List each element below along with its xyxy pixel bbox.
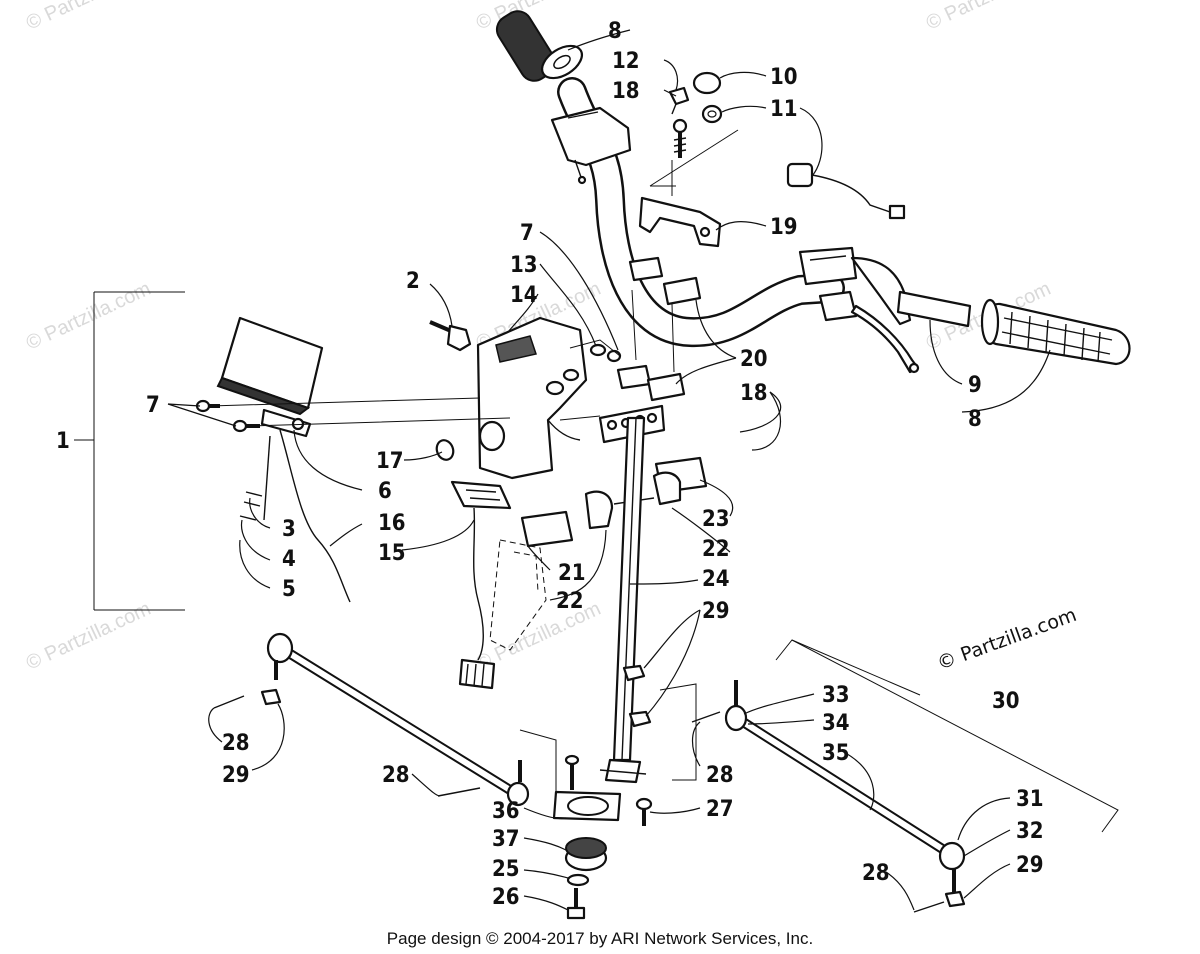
- washer-bolt: [566, 873, 590, 920]
- callout-31: 31: [1016, 787, 1044, 812]
- callout-18: 18: [612, 79, 640, 104]
- callout-21: 21: [558, 561, 586, 586]
- guide-lines-upper: [649, 129, 739, 196]
- right-grip: [980, 298, 1131, 366]
- callout-2: 2: [406, 269, 420, 294]
- callout-36: 36: [492, 799, 520, 824]
- callout-35: 35: [822, 741, 850, 766]
- callout-33: 33: [822, 683, 850, 708]
- watermark: © Partzilla.com: [923, 0, 1054, 35]
- callout-16: 16: [378, 511, 406, 536]
- handlebar-cover: [476, 316, 588, 480]
- callout-29: 29: [702, 599, 730, 624]
- callout-29: 29: [1016, 853, 1044, 878]
- watermark: © Partzilla.com: [23, 0, 154, 35]
- guide-lines-mid: [209, 339, 697, 800]
- page-footer: Page design © 2004-2017 by ARI Network S…: [387, 929, 813, 948]
- callout-3: 3: [282, 517, 296, 542]
- callout-6: 6: [378, 479, 392, 504]
- callout-34: 34: [822, 711, 850, 736]
- bearing-housing: [552, 790, 622, 822]
- callout-10: 10: [770, 65, 798, 90]
- callout-4: 4: [282, 547, 296, 572]
- callout-28: 28: [862, 861, 890, 886]
- callout-7: 7: [146, 393, 160, 418]
- callout-17: 17: [376, 449, 404, 474]
- indicator-harness: [450, 480, 512, 690]
- throttle-housing: [550, 106, 632, 185]
- watermark: © Partzilla.com: [23, 598, 154, 675]
- callout-18: 18: [740, 381, 768, 406]
- group-brackets: [74, 291, 1119, 833]
- callout-12: 12: [612, 49, 640, 74]
- callout-32: 32: [1016, 819, 1044, 844]
- callout-26: 26: [492, 885, 520, 910]
- callout-22: 22: [556, 589, 584, 614]
- callout-19: 19: [770, 215, 798, 240]
- callout-8: 8: [608, 19, 622, 44]
- callout-1: 1: [56, 429, 70, 454]
- callout-28: 28: [706, 763, 734, 788]
- leader-lines: [167, 29, 1051, 911]
- lens-17: [435, 439, 455, 461]
- bracket-19: [638, 196, 722, 248]
- callout-24: 24: [702, 567, 730, 592]
- callout-29: 29: [222, 763, 250, 788]
- steering-post: [599, 416, 647, 784]
- steering-clamps: [520, 456, 708, 548]
- headlight-pod: [216, 316, 324, 438]
- callout-30: 30: [992, 689, 1020, 714]
- throttle-small-parts: [668, 71, 723, 158]
- callout-8: 8: [968, 407, 982, 432]
- watermark: © Partzilla.com: [23, 278, 154, 355]
- callout-27: 27: [706, 797, 734, 822]
- left-grip: [495, 10, 583, 82]
- kill-switch: [786, 162, 906, 220]
- callout-5: 5: [282, 577, 296, 602]
- callout-14: 14: [510, 283, 538, 308]
- callout-9: 9: [968, 373, 982, 398]
- right-bar-end: [896, 290, 972, 328]
- callout-13: 13: [510, 253, 538, 278]
- bolt-2: [429, 320, 472, 352]
- handlebar-clamps: [616, 256, 702, 402]
- partzilla-copyright: © Partzilla.com: [934, 604, 1079, 675]
- callout-28: 28: [382, 763, 410, 788]
- callout-22: 22: [702, 537, 730, 562]
- callout-labels: 8 12 18 10 11 19 7 13 14 2 20 18 9 8 1 7…: [56, 19, 1044, 910]
- brake-lever-assembly: [798, 246, 920, 374]
- callout-25: 25: [492, 857, 520, 882]
- watermark: © Partzilla.com: [473, 0, 604, 35]
- callout-20: 20: [740, 347, 768, 372]
- bearing-37: [564, 837, 608, 872]
- callout-7: 7: [520, 221, 534, 246]
- callout-15: 15: [378, 541, 406, 566]
- wire-and-ties: [239, 429, 351, 603]
- callout-11: 11: [770, 97, 798, 122]
- post-bolts: [564, 664, 653, 826]
- callout-23: 23: [702, 507, 730, 532]
- callout-28: 28: [222, 731, 250, 756]
- left-tie-rod: [213, 632, 530, 807]
- right-tie-rod: [691, 680, 966, 913]
- callout-37: 37: [492, 827, 520, 852]
